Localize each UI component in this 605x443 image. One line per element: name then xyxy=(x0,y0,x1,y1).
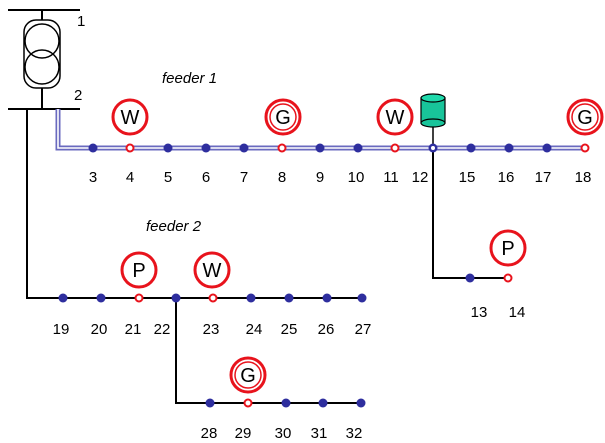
bus-label-18: 18 xyxy=(575,169,592,186)
bus-node-30 xyxy=(281,398,291,408)
bus-label-26: 26 xyxy=(318,321,335,338)
bus-node-11 xyxy=(390,143,400,153)
bus-node-14 xyxy=(503,273,513,283)
bus-node-12 xyxy=(428,143,438,153)
bus-label-21: 21 xyxy=(125,321,142,338)
bus-label-11: 11 xyxy=(383,169,399,186)
bus-label-24: 24 xyxy=(246,321,263,338)
gen-letter: G xyxy=(275,107,291,129)
pv-generator-21: P xyxy=(120,251,158,289)
transformer xyxy=(8,9,80,110)
bus-label-8: 8 xyxy=(278,169,286,186)
bus-node-17 xyxy=(542,143,552,153)
bus-node-27 xyxy=(357,293,367,303)
bus-node-22 xyxy=(171,293,181,303)
bus-label-10: 10 xyxy=(348,169,365,186)
bus-node-29 xyxy=(243,398,253,408)
bus-label-3: 3 xyxy=(89,169,97,186)
bus-label-22: 22 xyxy=(154,321,171,338)
bus-label-28: 28 xyxy=(201,425,218,442)
gen-letter: G xyxy=(577,107,593,129)
wind-generator-23: W xyxy=(193,251,231,289)
bus-node-3 xyxy=(88,143,98,153)
feeder-1-line xyxy=(55,109,586,151)
gen-letter: W xyxy=(203,260,222,282)
bus-label-20: 20 xyxy=(91,321,108,338)
branch-12-14-line xyxy=(432,148,508,279)
feeder-2-label: feeder 2 xyxy=(146,218,202,235)
bus-node-6 xyxy=(201,143,211,153)
bus-node-7 xyxy=(239,143,249,153)
gas-generator-18: G xyxy=(566,98,604,136)
bus-label-15: 15 xyxy=(459,169,476,186)
bus-node-16 xyxy=(504,143,514,153)
bus-label-12: 12 xyxy=(412,169,429,186)
bus-label-14: 14 xyxy=(509,304,526,321)
bus-label-17: 17 xyxy=(535,169,552,186)
gen-letter: W xyxy=(121,107,140,129)
bus-node-25 xyxy=(284,293,294,303)
transformer-label-1: 1 xyxy=(77,13,85,30)
generator-bus-nodes xyxy=(125,143,590,408)
gen-letter: P xyxy=(501,238,514,260)
bus-node-9 xyxy=(315,143,325,153)
bus-node-21 xyxy=(134,293,144,303)
feeder-1-label: feeder 1 xyxy=(162,70,217,87)
gen-letter: P xyxy=(132,260,145,282)
bus-node-23 xyxy=(208,293,218,303)
bus-node-24 xyxy=(246,293,256,303)
storage-icon xyxy=(420,93,446,148)
gas-generator-29: G xyxy=(229,356,267,394)
bus-label-31: 31 xyxy=(311,425,328,442)
bus-label-4: 4 xyxy=(126,169,134,186)
bus-node-4 xyxy=(125,143,135,153)
wind-generator-11: W xyxy=(376,98,414,136)
bus-label-32: 32 xyxy=(346,425,363,442)
branch-22-32-line xyxy=(175,298,361,404)
bus-labels: 3 4 5 6 7 8 9 10 11 12 15 16 17 18 13 14… xyxy=(53,169,592,442)
gen-letter: W xyxy=(386,107,405,129)
pv-generator-14: P xyxy=(489,229,527,267)
bus-label-13: 13 xyxy=(471,304,488,321)
gen-letter: G xyxy=(240,365,256,387)
bus-node-31 xyxy=(318,398,328,408)
bus-label-16: 16 xyxy=(498,169,515,186)
bus-node-15 xyxy=(466,143,476,153)
bus-node-20 xyxy=(96,293,106,303)
bus-label-7: 7 xyxy=(240,169,248,186)
bus-node-5 xyxy=(163,143,173,153)
bus-label-25: 25 xyxy=(281,321,298,338)
bus-label-9: 9 xyxy=(316,169,324,186)
bus-nodes xyxy=(58,143,552,408)
bus-node-13 xyxy=(465,273,475,283)
bus-label-19: 19 xyxy=(53,321,70,338)
transformer-label-2: 2 xyxy=(74,87,82,104)
bus-node-19 xyxy=(58,293,68,303)
bus-label-29: 29 xyxy=(235,425,252,442)
bus-node-28 xyxy=(205,398,215,408)
bus-node-26 xyxy=(322,293,332,303)
bus-label-27: 27 xyxy=(355,321,372,338)
gas-generator-8: G xyxy=(264,98,302,136)
bus-label-30: 30 xyxy=(275,425,292,442)
bus-label-5: 5 xyxy=(164,169,172,186)
bus-node-18 xyxy=(580,143,590,153)
bus-node-10 xyxy=(353,143,363,153)
wind-generator-4: W xyxy=(111,98,149,136)
bus-label-23: 23 xyxy=(203,321,220,338)
bus-label-6: 6 xyxy=(202,169,210,186)
bus-node-8 xyxy=(277,143,287,153)
bus-node-32 xyxy=(356,398,366,408)
